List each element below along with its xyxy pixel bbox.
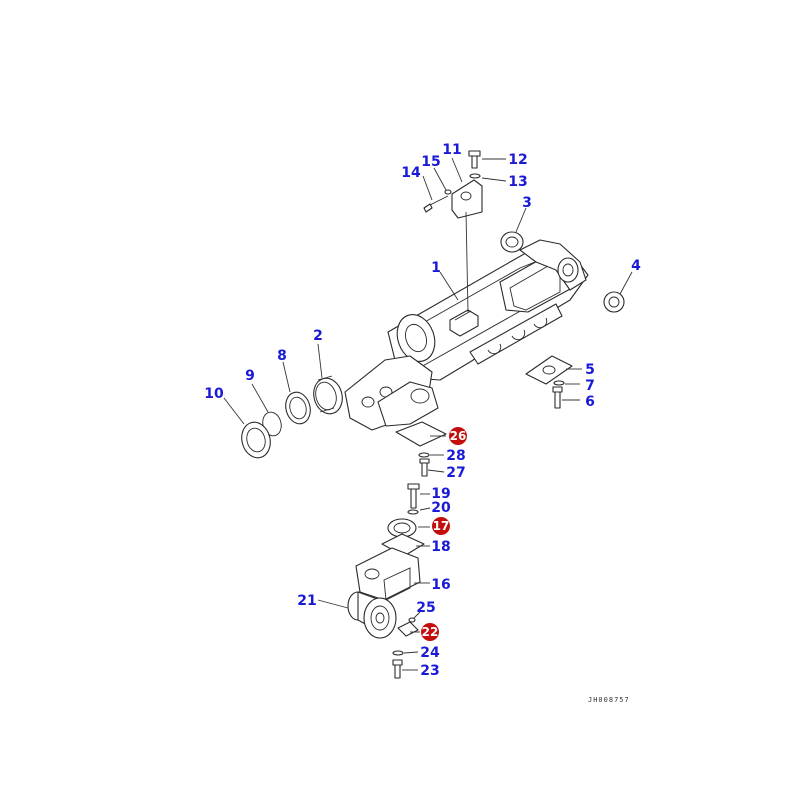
callout-14[interactable]: 14 — [401, 165, 421, 181]
leader-2 — [317, 343, 323, 379]
callout-17: 17 — [433, 519, 450, 533]
part-bolt-27 — [419, 458, 430, 477]
part-bushing-4 — [603, 291, 625, 313]
callout-11[interactable]: 11 — [442, 142, 461, 158]
leader-15 — [433, 167, 447, 191]
callout-7[interactable]: 7 — [585, 378, 595, 394]
callout-5[interactable]: 5 — [585, 362, 595, 378]
part-seal-8 — [285, 391, 311, 425]
callout-6[interactable]: 6 — [585, 394, 595, 410]
part-washer-24 — [392, 650, 404, 656]
part-cover-26 — [395, 421, 447, 447]
callout-28[interactable]: 28 — [446, 448, 465, 464]
part-bolt-6 — [552, 386, 563, 409]
callout-1[interactable]: 1 — [431, 260, 441, 276]
callout-21[interactable]: 21 — [297, 593, 316, 609]
part-cap-22 — [397, 621, 419, 637]
leader-8 — [282, 361, 291, 393]
callout-26: 26 — [450, 429, 467, 443]
part-plate-5 — [525, 355, 573, 385]
part-roller-bracket-16 — [355, 547, 421, 601]
callout-12[interactable]: 12 — [508, 152, 527, 168]
leader-10 — [223, 397, 245, 425]
leader-13 — [481, 177, 507, 182]
part-washer-7 — [553, 380, 565, 386]
callout-3[interactable]: 3 — [522, 195, 532, 211]
highlight-badge-22 — [421, 623, 439, 641]
leader-9 — [251, 383, 269, 413]
callout-4[interactable]: 4 — [631, 258, 641, 274]
callout-9[interactable]: 9 — [245, 368, 255, 384]
part-bolt-19 — [407, 483, 420, 509]
part-washer-20 — [407, 509, 419, 515]
callout-20[interactable]: 20 — [431, 500, 451, 516]
callout-27[interactable]: 27 — [446, 465, 465, 481]
callout-19[interactable]: 19 — [431, 486, 450, 502]
callout-22: 22 — [422, 625, 439, 639]
leader-25 — [413, 611, 421, 619]
part-bracket-11 — [451, 179, 483, 219]
callout-18[interactable]: 18 — [431, 539, 450, 555]
leader-24 — [403, 651, 419, 654]
leader-3 — [515, 207, 527, 233]
part-bushing-2 — [313, 375, 343, 415]
leader-1 — [439, 271, 459, 301]
part-track-frame — [344, 239, 589, 431]
highlight-badge-17 — [432, 517, 450, 535]
part-washer-15 — [444, 189, 452, 195]
leader-4 — [619, 271, 633, 295]
part-washer-28 — [418, 452, 430, 458]
part-washer-13 — [469, 173, 481, 179]
callout-15[interactable]: 15 — [421, 154, 440, 170]
exploded-parts-drawing — [241, 150, 625, 679]
drawing-code: JH008757 — [588, 696, 630, 704]
part-roller-21 — [347, 591, 397, 639]
callout-17-highlight[interactable]: 17 — [432, 517, 450, 535]
part-pin-25 — [408, 617, 416, 623]
callout-26-highlight[interactable]: 26 — [449, 427, 467, 445]
callout-2[interactable]: 2 — [313, 328, 323, 344]
callout-25[interactable]: 25 — [416, 600, 435, 616]
leader-lines — [223, 157, 633, 671]
part-bushing-3 — [500, 231, 524, 253]
highlight-badge-26 — [449, 427, 467, 445]
leader-14 — [422, 175, 433, 201]
leader-20 — [419, 507, 431, 511]
bracket-alignment-line — [465, 211, 469, 313]
leader-11 — [451, 157, 463, 183]
callout-24[interactable]: 24 — [420, 645, 440, 661]
callout-22-highlight[interactable]: 22 — [421, 623, 439, 641]
callout-labels: 1 2 3 4 5 6 7 8 9 10 11 12 13 14 15 16 1… — [204, 142, 641, 679]
leader-27 — [427, 469, 445, 473]
callout-13[interactable]: 13 — [508, 174, 527, 190]
callout-8[interactable]: 8 — [277, 348, 287, 364]
leader-21 — [317, 599, 349, 609]
part-bolt-12 — [468, 150, 481, 169]
callout-10[interactable]: 10 — [204, 386, 224, 402]
callout-16[interactable]: 16 — [431, 577, 450, 593]
part-bolt-23 — [392, 659, 403, 679]
part-seal-10 — [241, 421, 271, 459]
highlighted-callouts: 26 17 22 — [421, 427, 467, 641]
callout-23[interactable]: 23 — [420, 663, 439, 679]
part-bolt-14 — [423, 195, 449, 213]
